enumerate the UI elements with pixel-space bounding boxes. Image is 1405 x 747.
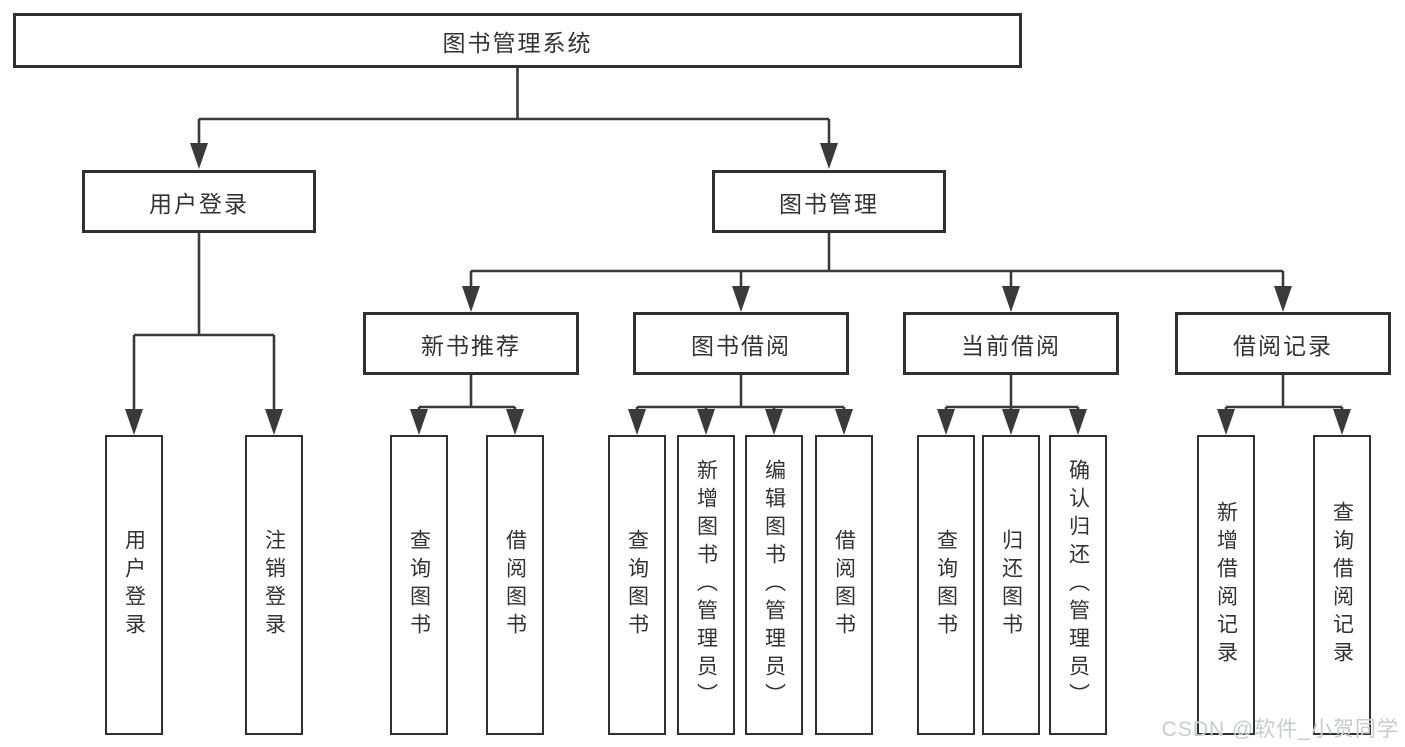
edge-borrowing-records-to-leaves	[1224, 375, 1344, 413]
node-leaf-query-book-current: 查询图书	[917, 435, 975, 735]
leaf-label: 新增借阅记录	[1214, 501, 1238, 669]
arrowheads	[125, 143, 1351, 435]
node-book-borrowing-label: 图书借阅	[691, 332, 791, 359]
node-leaf-query-book-borrowing: 查询图书	[608, 435, 666, 735]
node-current-borrowing-label: 当前借阅	[961, 332, 1061, 359]
leaf-label: 查询借阅记录	[1330, 501, 1354, 669]
node-root: 图书管理系统	[13, 13, 1022, 68]
arrowhead-icon	[462, 286, 480, 312]
leaf-label: 查询图书	[934, 529, 958, 641]
node-new-book-recommendation: 新书推荐	[363, 312, 579, 375]
node-leaf-query-borrow-record: 查询借阅记录	[1313, 435, 1371, 735]
arrowhead-icon	[732, 286, 750, 312]
leaf-label: 新增图书（管理员）	[694, 459, 718, 711]
node-new-book-recommendation-label: 新书推荐	[421, 332, 521, 359]
node-leaf-logout: 注销登录	[245, 435, 303, 735]
node-borrowing-records-label: 借阅记录	[1233, 332, 1333, 359]
arrowhead-icon	[820, 143, 838, 169]
leaf-label: 借阅图书	[832, 529, 856, 641]
leaf-label: 编辑图书（管理员）	[762, 459, 786, 711]
node-root-label: 图书管理系统	[442, 29, 593, 56]
arrowhead-icon	[628, 409, 646, 435]
node-leaf-edit-book-admin: 编辑图书（管理员）	[745, 435, 803, 735]
node-user-login-label: 用户登录	[149, 190, 249, 217]
arrowhead-icon	[1333, 409, 1351, 435]
arrowhead-icon	[1002, 409, 1020, 435]
leaf-label: 用户登录	[122, 529, 146, 641]
leaf-label: 归还图书	[999, 529, 1023, 641]
node-user-login: 用户登录	[82, 170, 316, 233]
node-leaf-borrow-book-borrowing: 借阅图书	[815, 435, 873, 735]
node-current-borrowing: 当前借阅	[903, 312, 1119, 375]
node-book-borrowing: 图书借阅	[633, 312, 849, 375]
arrowhead-icon	[937, 409, 955, 435]
arrowhead-icon	[506, 409, 524, 435]
node-leaf-return-book: 归还图书	[982, 435, 1040, 735]
arrowhead-icon	[1217, 409, 1235, 435]
leaf-label: 查询图书	[625, 529, 649, 641]
arrowhead-icon	[1002, 286, 1020, 312]
leaf-label: 查询图书	[407, 529, 431, 641]
arrowhead-icon	[410, 409, 428, 435]
edge-current-borrowing-to-leaves	[944, 375, 1080, 413]
edge-new-book-rec-to-leaves	[417, 375, 517, 413]
node-leaf-borrow-book-recommend: 借阅图书	[486, 435, 544, 735]
arrowhead-icon	[697, 409, 715, 435]
node-leaf-user-login-action: 用户登录	[105, 435, 163, 735]
leaf-label: 借阅图书	[503, 529, 527, 641]
node-book-management: 图书管理	[712, 170, 946, 233]
node-book-management-label: 图书管理	[779, 190, 879, 217]
node-leaf-confirm-return-admin: 确认归还（管理员）	[1049, 435, 1107, 735]
arrowhead-icon	[125, 409, 143, 435]
edge-book-management-to-level3	[469, 233, 1285, 290]
edge-user-login-to-leaves	[132, 233, 276, 413]
leaf-label: 注销登录	[262, 529, 286, 641]
arrowhead-icon	[265, 409, 283, 435]
edge-root-to-level2	[197, 68, 831, 147]
arrowhead-icon	[190, 143, 208, 169]
arrowhead-icon	[835, 409, 853, 435]
edge-book-borrowing-to-leaves	[635, 375, 846, 413]
node-leaf-add-book-admin: 新增图书（管理员）	[677, 435, 735, 735]
node-leaf-add-borrow-record: 新增借阅记录	[1197, 435, 1255, 735]
leaf-label: 确认归还（管理员）	[1066, 459, 1090, 711]
node-leaf-query-book-recommend: 查询图书	[390, 435, 448, 735]
arrowhead-icon	[1069, 409, 1087, 435]
arrowhead-icon	[765, 409, 783, 435]
arrowhead-icon	[1274, 286, 1292, 312]
node-borrowing-records: 借阅记录	[1175, 312, 1391, 375]
